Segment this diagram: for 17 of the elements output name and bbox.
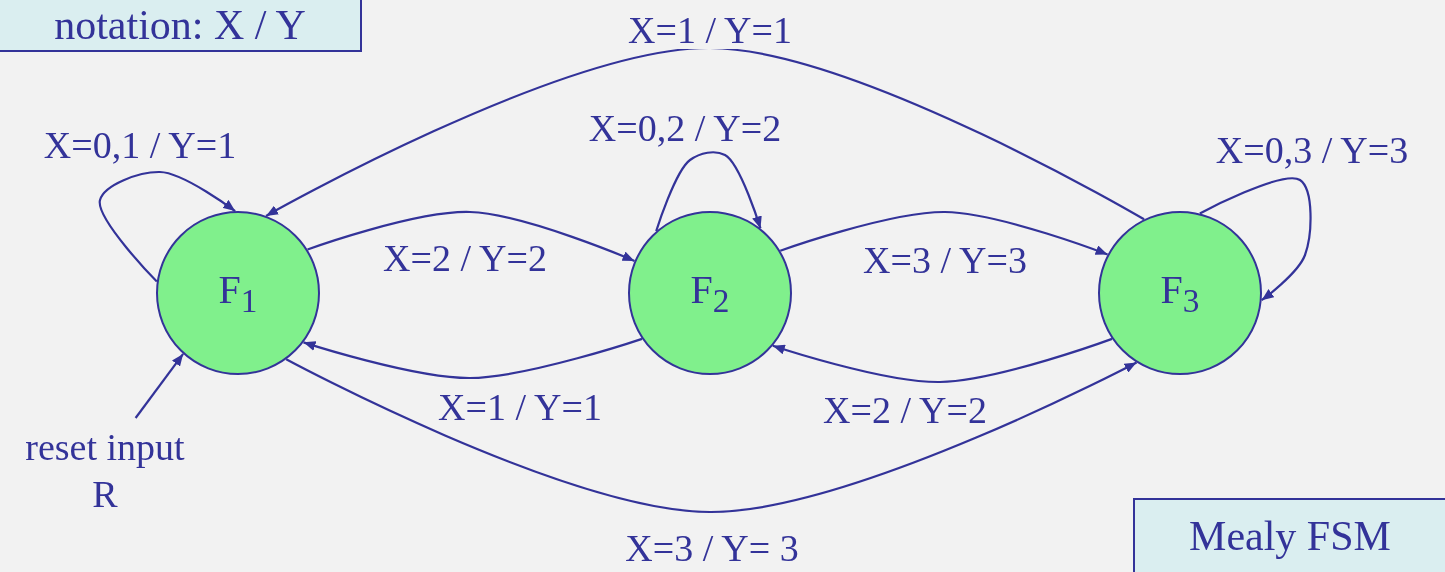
state-label: F$_{1}$	[218, 266, 258, 320]
transition-arrow	[303, 337, 643, 380]
transition-arrow	[772, 337, 1113, 384]
state-label: F$_{2}$	[690, 266, 730, 320]
note-text: Mealy FSM	[1189, 512, 1391, 560]
transition-arrow	[779, 210, 1108, 256]
note-text: notation: X / Y	[54, 1, 306, 49]
transition-arrow	[98, 170, 236, 283]
transition-arrow	[285, 358, 1138, 514]
state-label: F$_{3}$	[1160, 266, 1200, 320]
transition-arrow	[655, 151, 762, 232]
reset-label: reset input R	[24, 424, 186, 517]
transition-arrow	[307, 210, 635, 262]
transition-arrow	[134, 353, 184, 419]
note-box	[0, 0, 362, 52]
transition-arrow	[1199, 177, 1312, 302]
note-box	[1133, 498, 1445, 572]
